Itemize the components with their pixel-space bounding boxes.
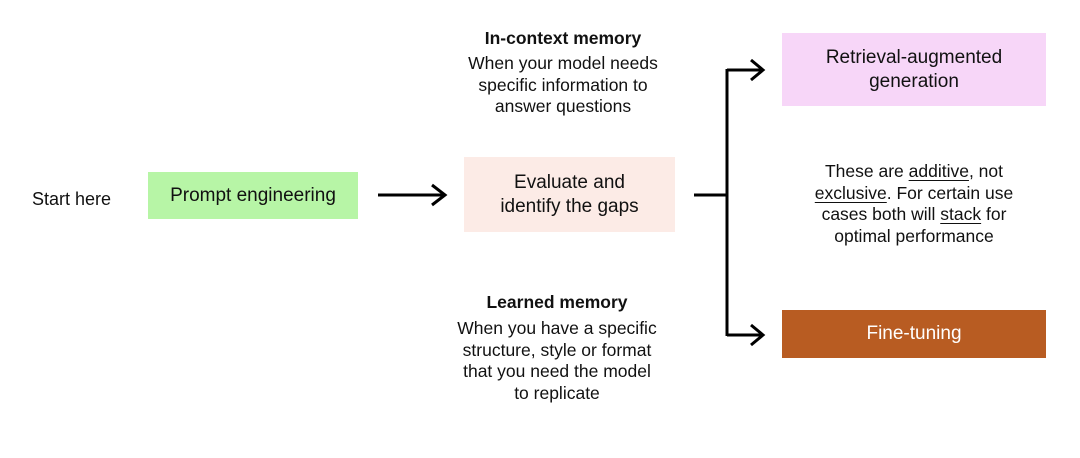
evaluate-label: Evaluate and identify the gaps [500,171,639,217]
additive-note: These are additive, not exclusive. For c… [782,161,1046,247]
rag-node: Retrieval-augmented generation [782,33,1046,106]
additive-word: additive [908,161,969,181]
in-context-memory-body: When your model needs specific informati… [468,53,658,116]
in-context-memory-title: In-context memory [484,28,642,48]
fine-tuning-label: Fine-tuning [866,323,962,344]
prompt-engineering-label: Prompt engineering [170,184,336,206]
rag-label: Retrieval-augmented generation [825,46,1003,92]
additive-note-text-4: for optimal performance [834,204,1007,246]
arrowhead-branch-to-fine-tuning [750,323,766,347]
learned-memory-body: When you have a specific structure, styl… [457,318,657,403]
additive-note-text-3: . For certain use cases both will [821,182,1014,225]
learned-memory-title: Learned memory [486,292,628,312]
start-here-label: Start here [32,189,112,209]
exclusive-word: exclusive [814,182,887,203]
evaluate-node: Evaluate and identify the gaps [464,157,675,232]
additive-note-text-2: , not [968,161,1004,181]
prompt-engineering-node: Prompt engineering [148,172,358,219]
stack-word: stack [940,204,982,224]
arrowhead-branch-to-rag [750,58,766,82]
fine-tuning-node: Fine-tuning [782,310,1046,358]
arrowhead-prompt-to-evaluate [431,183,448,207]
additive-note-text-1: These are [824,161,909,181]
